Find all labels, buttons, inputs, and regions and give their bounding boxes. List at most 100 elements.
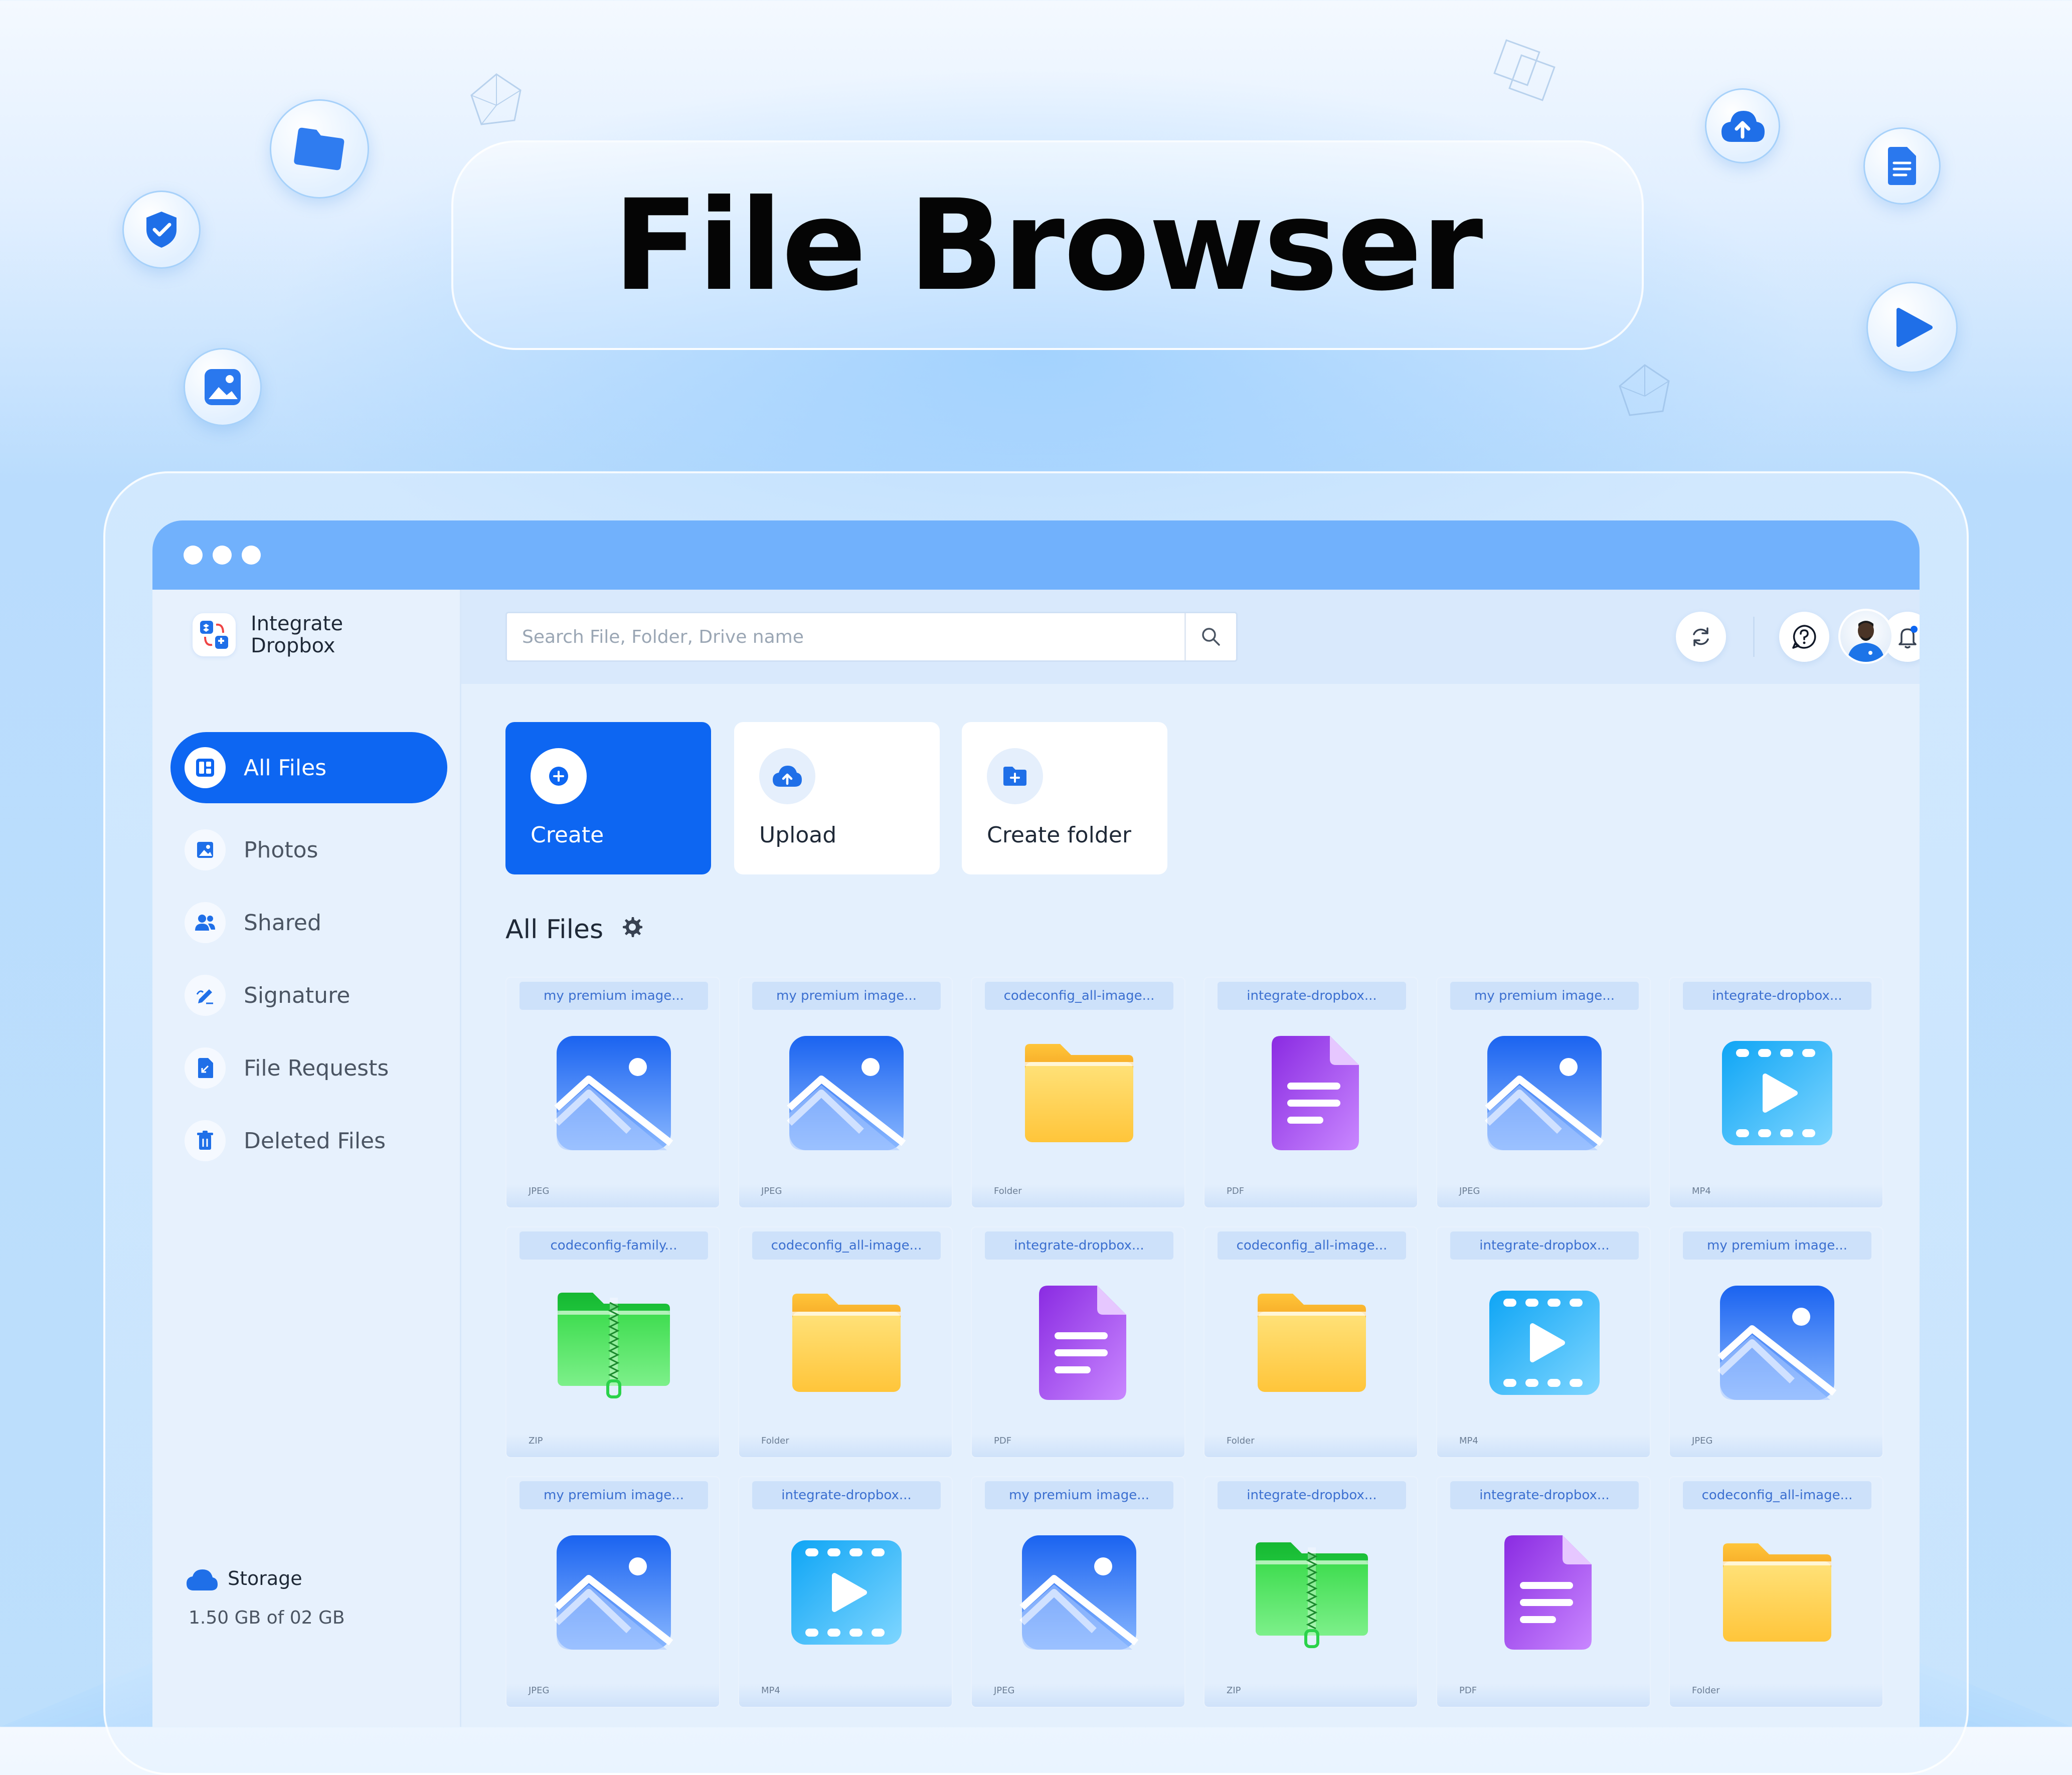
zip-file-icon bbox=[1252, 1532, 1372, 1653]
file-type: JPEG bbox=[1459, 1186, 1480, 1196]
file-card[interactable]: integrate-dropbox...PDF bbox=[971, 1226, 1185, 1458]
zip-file-icon bbox=[554, 1283, 674, 1403]
sidebar-item-label: Signature bbox=[244, 982, 351, 1008]
sync-icon[interactable] bbox=[1676, 612, 1726, 662]
file-type: JPEG bbox=[1692, 1436, 1713, 1446]
image-icon bbox=[184, 348, 262, 426]
file-card[interactable]: integrate-dropbox...MP4 bbox=[1436, 1226, 1651, 1458]
file-name: my premium image... bbox=[752, 982, 941, 1010]
file-card[interactable]: my premium image... JPEG bbox=[1669, 1226, 1883, 1458]
file-name: codeconfig_all-image... bbox=[1218, 1231, 1406, 1260]
window-dot-icon[interactable] bbox=[242, 546, 261, 565]
video-file-icon bbox=[1484, 1283, 1605, 1403]
file-card[interactable]: my premium image...JPEG bbox=[505, 1476, 720, 1708]
file-card[interactable]: integrate-dropbox...PDF bbox=[1203, 977, 1418, 1208]
file-type: Folder bbox=[1692, 1685, 1720, 1696]
file-card[interactable]: codeconfig_all-image... Folder bbox=[738, 1226, 953, 1458]
help-icon[interactable] bbox=[1779, 612, 1829, 662]
storage-value: 1.50 GB of 02 GB bbox=[189, 1608, 345, 1628]
file-type: ZIP bbox=[1227, 1685, 1241, 1696]
file-card[interactable]: codeconfig-family...ZIP bbox=[505, 1226, 720, 1458]
sidebar-item-label: All Files bbox=[244, 755, 327, 781]
folder-icon bbox=[270, 99, 369, 199]
folder-file-icon bbox=[1019, 1033, 1139, 1153]
file-name: integrate-dropbox... bbox=[1450, 1481, 1639, 1509]
pdf-file-icon bbox=[1019, 1283, 1139, 1403]
sidebar-item-signature[interactable]: Signature bbox=[170, 960, 447, 1031]
file-card[interactable]: integrate-dropbox... MP4 bbox=[738, 1476, 953, 1708]
toolbar-divider bbox=[1753, 617, 1755, 657]
image-file-icon bbox=[1717, 1283, 1837, 1403]
file-card[interactable]: my premium image... JPEG bbox=[738, 977, 953, 1208]
search-icon[interactable] bbox=[1184, 613, 1236, 660]
file-card[interactable]: my premium image... JPEG bbox=[1436, 977, 1651, 1208]
section-title: All Files bbox=[505, 915, 604, 945]
cloud-icon bbox=[187, 1569, 218, 1590]
video-file-icon bbox=[1717, 1033, 1837, 1153]
avatar[interactable] bbox=[1838, 609, 1893, 664]
file-card[interactable]: codeconfig_all-image... Folder bbox=[1669, 1476, 1883, 1708]
file-card[interactable]: integrate-dropbox...PDF bbox=[1436, 1476, 1651, 1708]
folder-file-icon bbox=[786, 1283, 907, 1403]
create-button[interactable]: Create bbox=[505, 722, 711, 874]
storage-label: Storage bbox=[228, 1567, 302, 1589]
photo-icon bbox=[185, 829, 226, 870]
file-card[interactable]: integrate-dropbox... ZIP bbox=[1203, 1476, 1418, 1708]
image-file-icon bbox=[554, 1532, 674, 1653]
file-name: my premium image... bbox=[985, 1481, 1173, 1509]
file-name: codeconfig-family... bbox=[520, 1231, 708, 1260]
file-name: my premium image... bbox=[520, 1481, 708, 1509]
create-folder-button[interactable]: Create folder bbox=[962, 722, 1167, 874]
file-name: codeconfig_all-image... bbox=[1683, 1481, 1871, 1509]
file-name: integrate-dropbox... bbox=[985, 1231, 1173, 1260]
cloud-upload-icon bbox=[1705, 88, 1780, 163]
file-name: integrate-dropbox... bbox=[1218, 1481, 1406, 1509]
file-type: JPEG bbox=[761, 1186, 782, 1196]
wireframe-shape bbox=[1493, 39, 1556, 101]
file-card[interactable]: codeconfig_all-image... Folder bbox=[971, 977, 1185, 1208]
hero-title-pill: File Browser bbox=[451, 140, 1644, 350]
file-name: my premium image... bbox=[1450, 982, 1639, 1010]
window-dot-icon[interactable] bbox=[213, 546, 232, 565]
play-icon bbox=[1866, 282, 1958, 373]
brand-name: Integrate Dropbox bbox=[251, 613, 343, 657]
sidebar-item-all-files[interactable]: All Files bbox=[170, 732, 447, 803]
folder-file-icon bbox=[1717, 1532, 1837, 1653]
image-file-icon bbox=[1019, 1532, 1139, 1653]
sidebar-item-photos[interactable]: Photos bbox=[170, 814, 447, 885]
file-type: Folder bbox=[994, 1186, 1022, 1196]
section-header: All Files bbox=[505, 915, 643, 945]
file-card[interactable]: codeconfig_all-image...Folder bbox=[1203, 1226, 1418, 1458]
file-card[interactable]: integrate-dropbox...MP4 bbox=[1669, 977, 1883, 1208]
file-name: integrate-dropbox... bbox=[1218, 982, 1406, 1010]
dashboard-icon bbox=[185, 747, 226, 788]
file-card[interactable]: my premium image...JPEG bbox=[505, 977, 720, 1208]
trash-icon bbox=[185, 1120, 226, 1161]
dropbox-logo-icon bbox=[193, 613, 236, 656]
brand-line-1: Integrate bbox=[251, 612, 343, 635]
pdf-file-icon bbox=[1484, 1532, 1605, 1653]
search-input[interactable] bbox=[507, 613, 1189, 660]
sidebar-item-shared[interactable]: Shared bbox=[170, 887, 447, 958]
gear-icon[interactable] bbox=[620, 915, 643, 945]
upload-button[interactable]: Upload bbox=[734, 722, 940, 874]
image-file-icon bbox=[786, 1033, 907, 1153]
wireframe-shape bbox=[470, 73, 522, 125]
window-dot-icon[interactable] bbox=[184, 546, 203, 565]
file-name: my premium image... bbox=[1683, 1231, 1871, 1260]
app-window: Integrate Dropbox All Files Photos Share… bbox=[152, 520, 1920, 1727]
file-type: MP4 bbox=[761, 1685, 780, 1696]
file-name: codeconfig_all-image... bbox=[752, 1231, 941, 1260]
image-file-icon bbox=[1484, 1033, 1605, 1153]
pdf-file-icon bbox=[1252, 1033, 1372, 1153]
file-card[interactable]: my premium image...JPEG bbox=[971, 1476, 1185, 1708]
plus-icon bbox=[531, 748, 587, 804]
create-folder-label: Create folder bbox=[987, 822, 1131, 848]
sidebar-item-deleted-files[interactable]: Deleted Files bbox=[170, 1105, 447, 1176]
shield-check-icon bbox=[122, 191, 201, 269]
sidebar-item-file-requests[interactable]: File Requests bbox=[170, 1032, 447, 1104]
file-name: codeconfig_all-image... bbox=[985, 982, 1173, 1010]
brand[interactable]: Integrate Dropbox bbox=[193, 613, 343, 657]
file-type: Folder bbox=[761, 1436, 789, 1446]
file-name: integrate-dropbox... bbox=[752, 1481, 941, 1509]
